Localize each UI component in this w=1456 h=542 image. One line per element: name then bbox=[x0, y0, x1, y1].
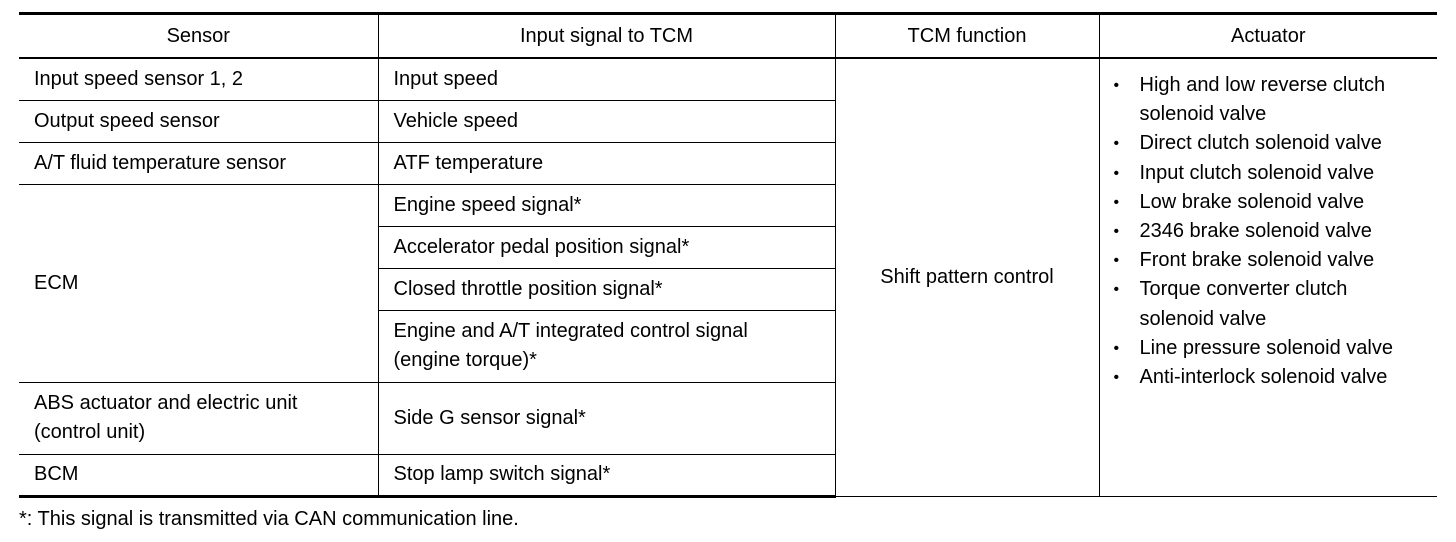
footnote: *: This signal is transmitted via CAN co… bbox=[19, 508, 519, 530]
actuator-name: 2346 brake solenoid valve bbox=[1139, 220, 1372, 243]
list-item: • Direct clutch solenoid valve bbox=[1114, 129, 1428, 158]
table-row: Accelerator pedal position signal* bbox=[19, 225, 1437, 269]
bullet-icon: • bbox=[1113, 252, 1120, 270]
list-item: • Front brake solenoid valve bbox=[1114, 246, 1428, 275]
actuator-name: High and low reverse clutch solenoid val… bbox=[1139, 74, 1386, 126]
signal-cell: Closed throttle position signal* bbox=[378, 267, 835, 311]
table-row: Closed throttle position signal* bbox=[19, 267, 1437, 311]
signal-cell: Input speed bbox=[377, 57, 836, 101]
bullet-icon: • bbox=[1113, 339, 1120, 357]
bullet-icon: • bbox=[1113, 369, 1120, 387]
actuator-cell: • High and low reverse clutch solenoid va… bbox=[1098, 57, 1437, 497]
list-item: • High and low reverse clutch solenoid va… bbox=[1114, 71, 1428, 129]
list-item: • Torque converter clutch solenoid valve bbox=[1114, 275, 1428, 333]
bullet-icon: • bbox=[1113, 223, 1120, 241]
tcm-function-cell: Shift pattern control bbox=[834, 57, 1100, 497]
bullet-icon: • bbox=[1113, 77, 1120, 94]
table-row: ABS actuator and electric unit (control … bbox=[19, 381, 1437, 455]
actuator-name: Torque converter clutch solenoid valve bbox=[1139, 278, 1348, 330]
signal-cell: Engine speed signal* bbox=[377, 183, 835, 227]
table-row: Output speed sensor Vehicle speed bbox=[19, 99, 1437, 143]
actuator-name: Anti-interlock solenoid valve bbox=[1139, 366, 1388, 389]
table-row: Input speed sensor 1, 2 Input speed Shif… bbox=[19, 57, 1437, 497]
list-item: • Anti-interlock solenoid valve bbox=[1114, 363, 1428, 392]
sensor-cell: ECM bbox=[19, 183, 379, 383]
bullet-icon: • bbox=[1113, 135, 1120, 153]
table-row: ECM Engine speed signal* bbox=[19, 183, 1437, 383]
sensor-cell: A/T fluid temperature sensor bbox=[19, 141, 379, 185]
list-item: • Input clutch solenoid valve bbox=[1114, 159, 1428, 188]
header-tcm-function: TCM function bbox=[834, 12, 1100, 59]
signal-cell: ATF temperature bbox=[377, 141, 835, 185]
actuator-name: Direct clutch solenoid valve bbox=[1139, 132, 1382, 155]
bullet-icon: • bbox=[1113, 193, 1120, 211]
signal-cell: Engine and A/T integrated control signal… bbox=[378, 309, 835, 383]
header-actuator: Actuator bbox=[1098, 12, 1437, 59]
sensor-cell: ABS actuator and electric unit (control … bbox=[19, 381, 379, 455]
actuator-name: Low brake solenoid valve bbox=[1139, 190, 1365, 213]
tcm-signal-table: Sensor Input signal to TCM TCM function … bbox=[19, 12, 1437, 498]
sensor-cell: Output speed sensor bbox=[19, 99, 379, 143]
list-item: • 2346 brake solenoid valve bbox=[1114, 217, 1428, 246]
actuator-name: Line pressure solenoid valve bbox=[1139, 336, 1394, 359]
list-item: • Low brake solenoid valve bbox=[1114, 188, 1428, 217]
sensor-cell: Input speed sensor 1, 2 bbox=[19, 57, 379, 101]
actuator-name: Front brake solenoid valve bbox=[1139, 249, 1375, 272]
table-row: BCM Stop lamp switch signal* bbox=[19, 453, 1437, 498]
actuator-list: • High and low reverse clutch solenoid va… bbox=[1114, 71, 1428, 392]
header-input-signal: Input signal to TCM bbox=[377, 12, 836, 59]
bullet-icon: • bbox=[1113, 281, 1120, 299]
sensor-cell: BCM bbox=[19, 453, 379, 498]
actuator-name: Input clutch solenoid valve bbox=[1139, 161, 1375, 184]
signal-cell: Stop lamp switch signal* bbox=[377, 453, 835, 498]
bullet-icon: • bbox=[1113, 164, 1120, 182]
table-row: Engine and A/T integrated control signal… bbox=[19, 309, 1437, 383]
header-sensor: Sensor bbox=[19, 12, 379, 59]
signal-cell: Side G sensor signal* bbox=[377, 381, 835, 455]
signal-cell: Vehicle speed bbox=[377, 99, 835, 143]
signal-cell: Accelerator pedal position signal* bbox=[378, 225, 835, 269]
table-header-row: Sensor Input signal to TCM TCM function … bbox=[19, 12, 1437, 59]
list-item: • Line pressure solenoid valve bbox=[1114, 334, 1428, 363]
